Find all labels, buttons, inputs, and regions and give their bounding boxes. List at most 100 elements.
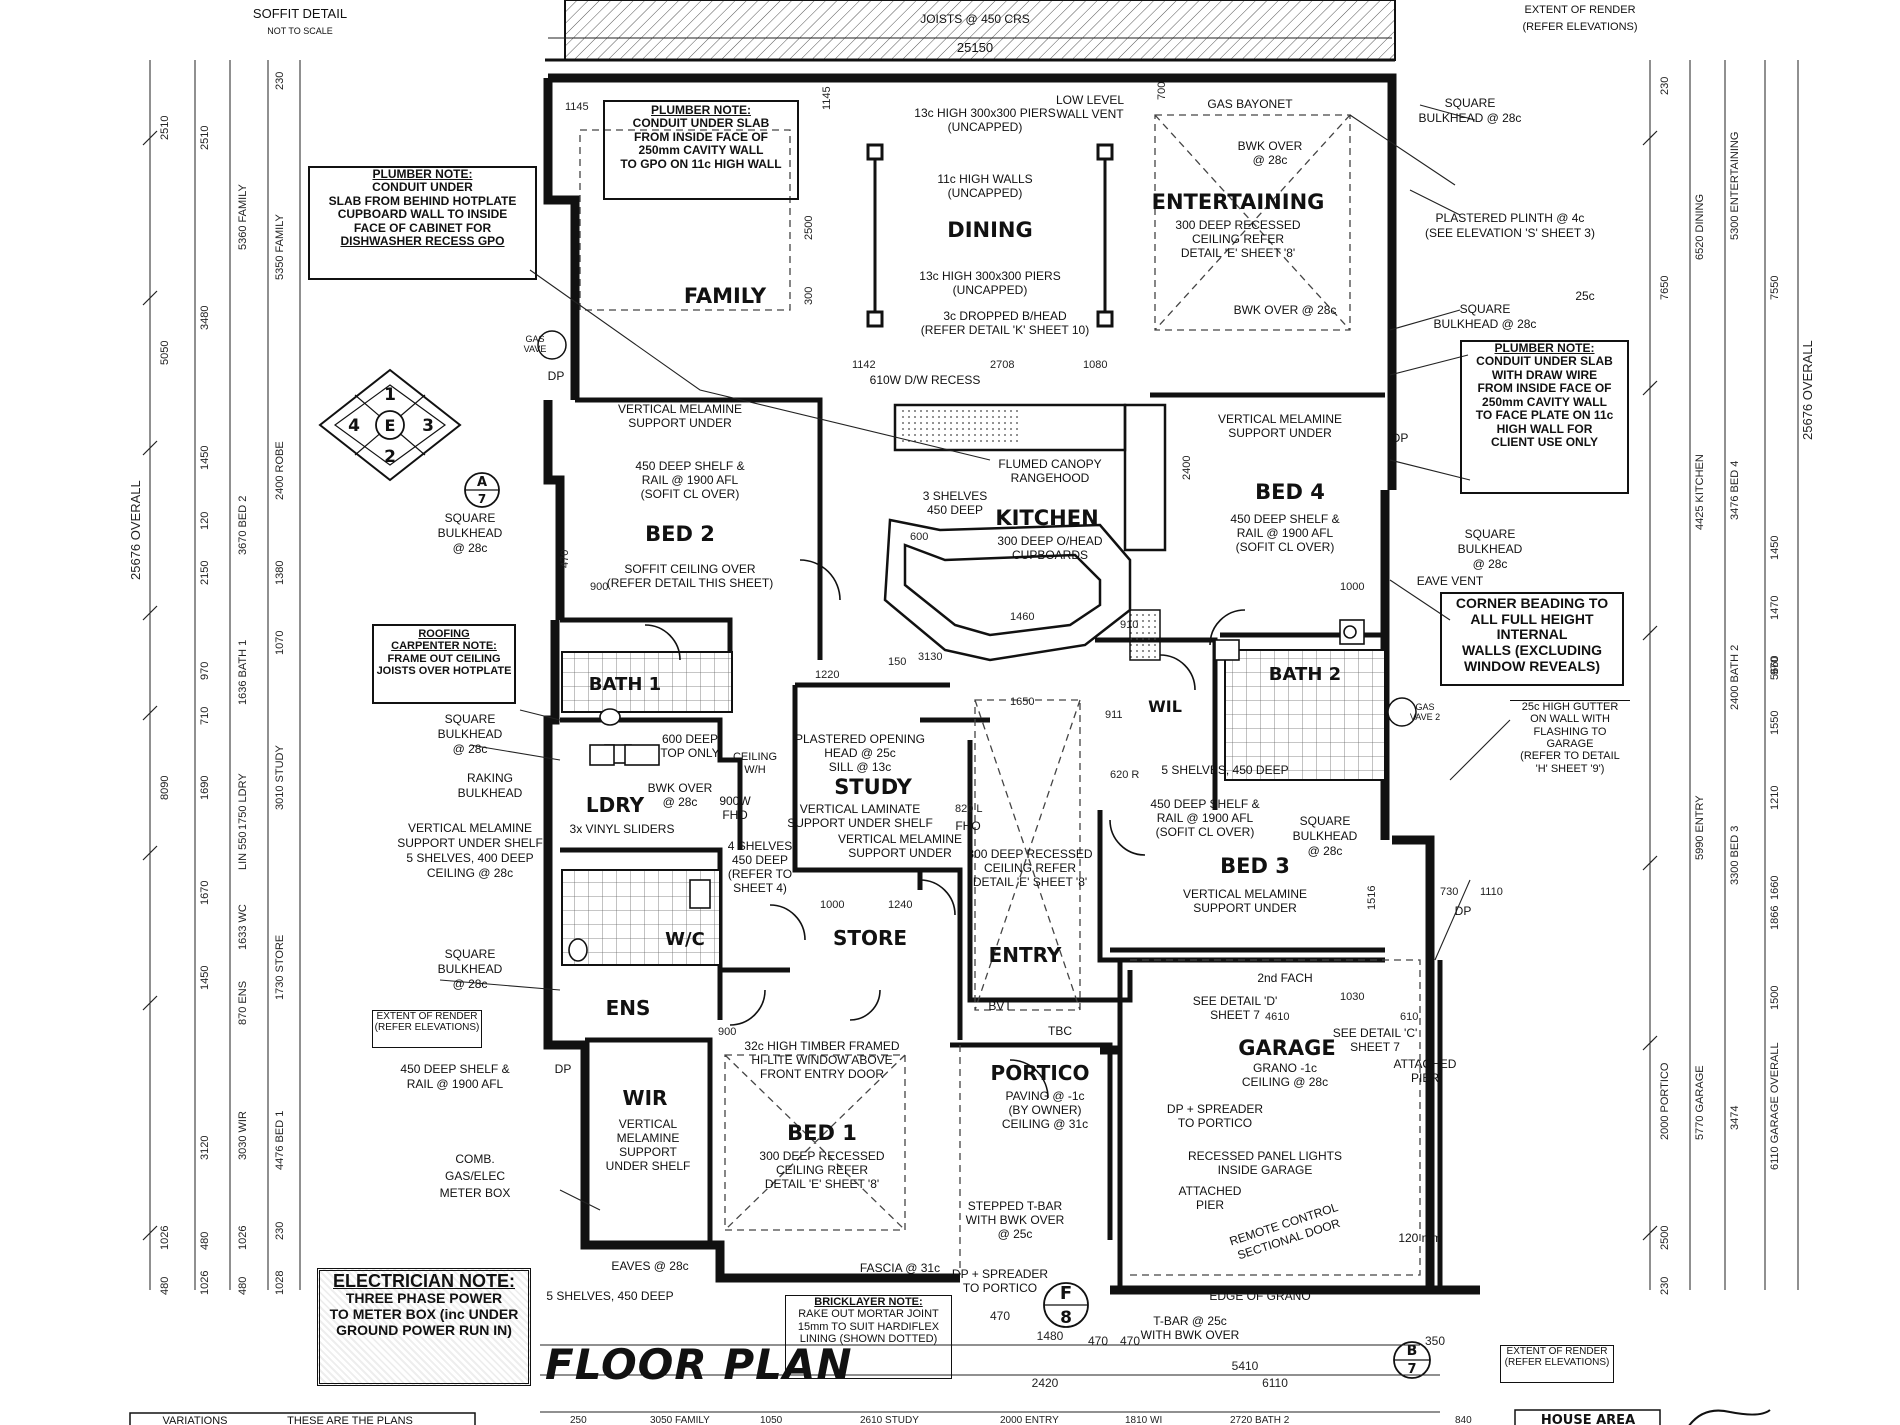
dp-label-3: DP	[1455, 904, 1472, 918]
ld-b0: 1026	[159, 1226, 171, 1250]
ld-o3: 3670 BED 2	[237, 496, 249, 555]
gas-meter2-b: VAVE 2	[1410, 712, 1440, 722]
rd-o8: 1866	[1769, 906, 1781, 930]
fascia-label: FASCIA @ 31c	[860, 1261, 940, 1275]
edge-grano: EDGE OF GRANO	[1209, 1289, 1310, 1303]
ld-o7: 1730 STORE	[274, 935, 286, 1000]
soffit-bed2-b: (REFER DETAIL THIS SHEET)	[607, 576, 773, 590]
gutter-note-l2: FLASHING TO GARAGE	[1533, 725, 1607, 750]
garage-overall: 6110 GARAGE OVERALL	[1769, 1042, 1781, 1170]
dimension-ticks	[142, 130, 1658, 1241]
ld-b1: 480	[159, 1277, 171, 1295]
vm-study-b: SUPPORT UNDER	[848, 846, 952, 860]
shelf-bed3-b: RAIL @ 1900 AFL	[1157, 811, 1254, 825]
portico-paving: PAVING @ -1c	[1005, 1089, 1084, 1103]
shelf-bed4: 450 DEEP SHELF &	[1230, 512, 1339, 526]
room-entry: ENTRY	[989, 943, 1062, 967]
section-marker-a: A 7	[464, 472, 500, 508]
sq-bulk-bed2-b: BULKHEAD	[438, 526, 503, 540]
footer-house-area: HOUSE AREA	[1541, 1413, 1635, 1425]
see-c-b: SHEET 7	[1350, 1040, 1400, 1054]
study-shelf: VERTICAL LAMINATE	[800, 802, 920, 816]
gas-meter1: GAS	[525, 334, 544, 344]
fs-3: 2610 STUDY	[860, 1415, 919, 1425]
entry-ceiling-c: DETAIL 'E' SHEET '8'	[973, 875, 1087, 889]
vm-bed2: VERTICAL MELAMINE	[618, 402, 742, 416]
meter-label-c: METER BOX	[440, 1186, 511, 1200]
roofing-note-l2: FRAME OUT CEILING	[387, 652, 501, 665]
ld-m10: 3120	[199, 1136, 211, 1160]
plinth-label-b: (SEE ELEVATION 'S' SHEET 3)	[1425, 226, 1595, 240]
shelf-bed2: 450 DEEP SHELF &	[635, 459, 744, 473]
plumber-note-1: PLUMBER NOTE: CONDUIT UNDER SLAB FROM IN…	[603, 100, 799, 200]
floor-plan-title: FLOOR PLAN	[545, 1340, 853, 1389]
plumber-note-2-l5: DISHWASHER RECESS GPO	[340, 234, 505, 249]
plumber-note-1-l3: 250mm CAVITY WALL	[638, 143, 764, 158]
plumber-note-2-l3: CUPBOARD WALL TO INSIDE	[337, 207, 508, 222]
tbc-label: TBC	[1048, 1024, 1072, 1038]
gutter-note: 25c HIGH GUTTER ON WALL WITH FLASHING TO…	[1510, 700, 1630, 778]
footer-these: THESE ARE THE PLANS	[287, 1415, 413, 1425]
stepped-label: STEPPED T-BAR	[968, 1199, 1063, 1213]
piers-label-2b: (UNCAPPED)	[953, 283, 1028, 297]
ld-m7: 1690	[199, 776, 211, 800]
fho-small: FHO	[955, 819, 980, 833]
vm-bed2-b: SUPPORT UNDER	[628, 416, 732, 430]
bd-3: 5410	[1232, 1359, 1259, 1373]
room-bed4: BED 4	[1255, 480, 1325, 504]
room-bed3: BED 3	[1220, 854, 1290, 878]
section-f-sheet: 8	[1060, 1308, 1072, 1328]
raking-label: RAKING	[467, 771, 513, 785]
dropped-label: 3c DROPPED B/HEAD	[943, 309, 1067, 323]
pd-13: 150	[888, 656, 906, 668]
garage-grano-b: CEILING @ 28c	[1242, 1075, 1328, 1089]
plumber-note-1-title: PLUMBER NOTE:	[651, 103, 751, 117]
eave-vent: EAVE VENT	[1417, 574, 1484, 588]
dp-portico: DP + SPREADER	[1167, 1102, 1263, 1116]
fs-1: 3050 FAMILY	[650, 1415, 710, 1425]
vm-bed3: VERTICAL MELAMINE	[1183, 887, 1307, 901]
pd-26: 470	[559, 550, 571, 568]
ld-i2: 2400 ROBE	[274, 441, 286, 500]
dp-label-4: DP	[555, 1062, 572, 1076]
ld-o2: 5050	[159, 341, 171, 365]
signature-mark	[1688, 1409, 1771, 1425]
ld-o10: 4476 BED 1	[274, 1111, 286, 1170]
room-bath1: BATH 1	[589, 674, 661, 695]
tbar-label-b: WITH BWK OVER	[1141, 1328, 1240, 1342]
ld-o5: 1750 LDRY	[237, 773, 249, 830]
bottom-dimensions: 1480 470 470 5410 2420 6110 350 470	[990, 1309, 1445, 1390]
pd-14: 3130	[918, 651, 942, 663]
footer-variations: VARIATIONS	[163, 1415, 228, 1425]
sq-bulk-ldry: SQUARE	[445, 712, 496, 726]
bed1-ceiling-b: CEILING REFER	[776, 1163, 868, 1177]
plumber-note-3-l6: HIGH WALL FOR	[1496, 421, 1593, 436]
pd-22: 610	[1400, 1011, 1418, 1023]
compass-rose: E 1 2 3 4	[318, 368, 462, 482]
vm-wir: VERTICAL	[619, 1117, 678, 1131]
rd-o2: 1450	[1769, 536, 1781, 560]
bd-6: 350	[1425, 1334, 1445, 1348]
stepped-label-b: WITH BWK OVER	[966, 1213, 1065, 1227]
room-dining: DINING	[947, 218, 1032, 242]
shelf-bed3: 450 DEEP SHELF &	[1150, 797, 1259, 811]
vm-ldry-d: CEILING @ 28c	[427, 866, 513, 880]
plaster-open-c: SILL @ 13c	[829, 760, 891, 774]
four-shelves-b: 450 DEEP	[732, 853, 788, 867]
sq-bulk-bed4-b: BULKHEAD	[1458, 542, 1523, 556]
room-garage: GARAGE	[1238, 1036, 1336, 1060]
pd-11: 1000	[1340, 581, 1364, 593]
shelf-wir-b: RAIL @ 1900 AFL	[407, 1077, 504, 1091]
bath2-tiles	[1224, 649, 1386, 781]
fs-4: 2000 ENTRY	[1000, 1415, 1059, 1425]
four-shelves: 4 SHELVES	[728, 839, 792, 853]
ld-m5: 970	[199, 662, 211, 680]
eaves-label: EAVES @ 28c	[611, 1259, 688, 1273]
portico-paving-c: CEILING @ 31c	[1002, 1117, 1088, 1131]
gas-bayonet-label: GAS BAYONET	[1207, 97, 1293, 111]
sq-bulk-ens-c: @ 28c	[453, 977, 488, 991]
ent-ceiling-label-b: CEILING REFER	[1192, 232, 1284, 246]
gutter-note-l0: 25c HIGH GUTTER	[1510, 700, 1630, 713]
section-a-label: A	[477, 475, 487, 490]
vm-study: VERTICAL MELAMINE	[838, 832, 962, 846]
